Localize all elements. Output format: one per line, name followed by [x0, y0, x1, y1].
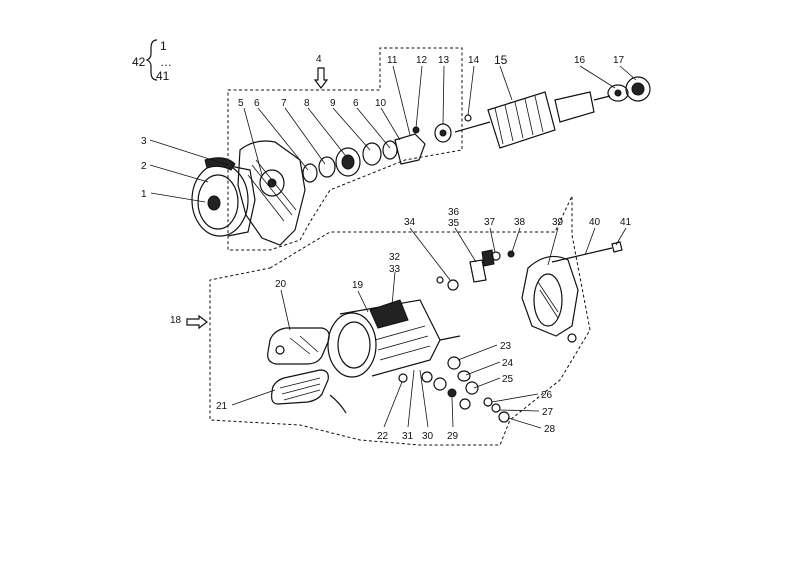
callout-13: 13: [438, 55, 450, 66]
callout-17: 17: [613, 55, 625, 66]
callout-8: 8: [304, 98, 310, 109]
arrow-18: [186, 314, 208, 330]
callout-1: 1: [141, 189, 147, 200]
drive-end-bracket: [237, 140, 306, 246]
callout-31: 31: [402, 431, 414, 442]
rectifier-cover: [271, 369, 347, 414]
bearing-stack: [302, 123, 452, 183]
callout-19: 19: [352, 280, 364, 291]
callout-16: 16: [574, 55, 586, 66]
callout-18: 18: [170, 315, 182, 326]
legend-range-end: 41: [156, 69, 170, 83]
callout-28: 28: [544, 424, 556, 435]
leader-lines: [149, 65, 637, 429]
terminal-hardware: [398, 356, 510, 423]
callout-38: 38: [514, 217, 526, 228]
callout-15: 15: [494, 53, 508, 67]
callout-34: 34: [404, 217, 416, 228]
callout-9: 9: [330, 98, 336, 109]
stator-housing: [327, 299, 461, 378]
callout-35: 35: [448, 218, 460, 229]
callout-29: 29: [447, 431, 459, 442]
pulley-fan: [191, 157, 256, 237]
callout-24: 24: [502, 358, 514, 369]
arrow-4: [313, 67, 329, 89]
legend-brace: [145, 39, 158, 81]
callout-10: 10: [375, 98, 387, 109]
rectifier-plate: [267, 327, 330, 365]
callout-41: 41: [620, 217, 632, 228]
callout-40: 40: [589, 217, 601, 228]
callout-3: 3: [141, 136, 147, 147]
callout-7: 7: [281, 98, 287, 109]
callout-14: 14: [468, 55, 480, 66]
callout-22: 22: [377, 431, 389, 442]
callout-33: 33: [389, 264, 401, 275]
callout-20: 20: [275, 279, 287, 290]
upper-group-outline: [227, 47, 463, 251]
callout-32: 32: [389, 252, 401, 263]
callout-26: 26: [541, 390, 553, 401]
lower-group-outline: [209, 195, 591, 446]
callout-2: 2: [141, 161, 147, 172]
callout-12: 12: [416, 55, 428, 66]
through-bolt: [551, 241, 623, 263]
callout-37: 37: [484, 217, 496, 228]
assembly-legend: 42 1 … 41: [132, 39, 172, 83]
slip-ring-bracket: [521, 255, 579, 343]
callout-11: 11: [387, 55, 398, 66]
legend-range-sep: …: [160, 55, 172, 69]
callout-labels: 1 2 3 4 5 6 7 8 9 6 10 11 12 13 14 15 16…: [141, 53, 632, 442]
legend-total: 42: [132, 55, 146, 69]
callout-36: 36: [448, 207, 460, 218]
legend-range-start: 1: [160, 39, 167, 53]
callout-6a: 6: [254, 98, 260, 109]
callout-21: 21: [216, 401, 228, 412]
callout-27: 27: [542, 407, 554, 418]
callout-5: 5: [238, 98, 244, 109]
callout-6b: 6: [353, 98, 359, 109]
callout-30: 30: [422, 431, 434, 442]
end-nut: [607, 76, 651, 102]
callout-23: 23: [500, 341, 512, 352]
callout-4: 4: [316, 54, 322, 65]
brush-holder: [436, 249, 515, 291]
callout-39: 39: [552, 217, 564, 228]
callout-25: 25: [502, 374, 514, 385]
armature-rotor: [454, 91, 611, 149]
